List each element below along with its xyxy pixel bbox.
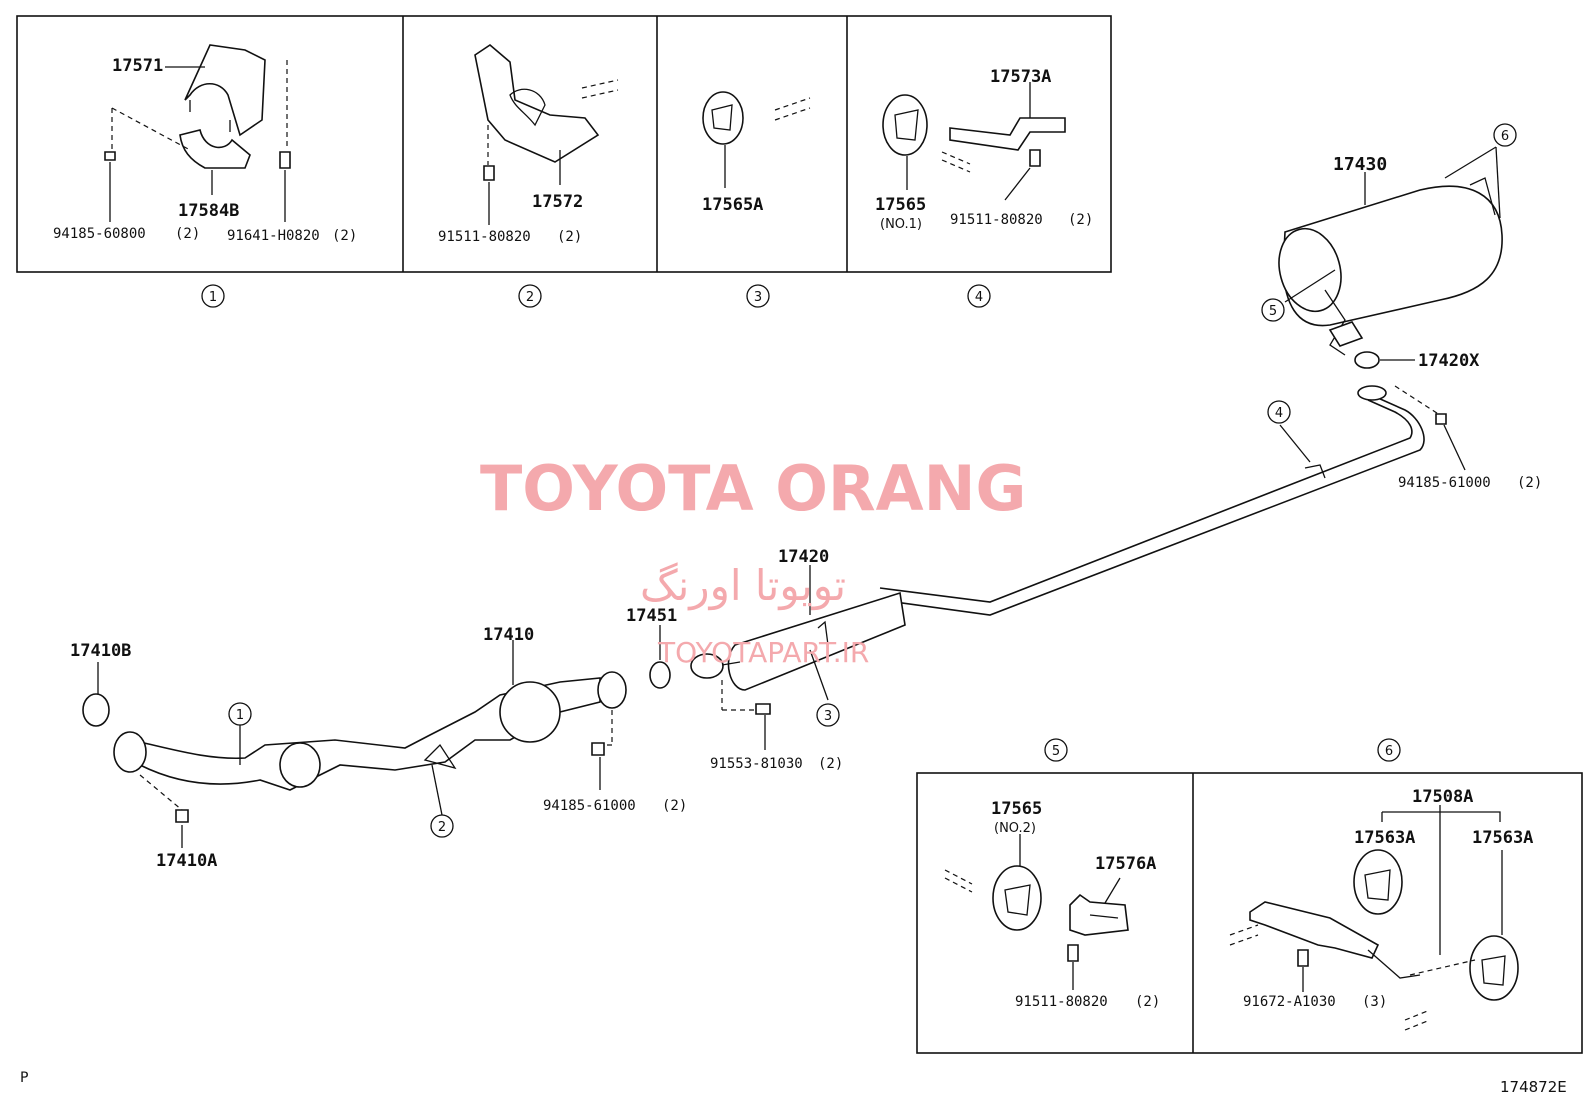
callout-number-6-main: 6 [1501,129,1509,144]
callout-number-1-main: 1 [236,708,244,723]
callout-number-2-main: 2 [438,820,446,835]
label-94185-60800: 94185-60800 [53,226,146,242]
callout-number-3: 3 [754,290,762,305]
label-17451: 17451 [626,606,677,626]
qty-91641-h0820: (2) [332,228,357,244]
label-91511-80820-b: 91511-80820 [950,212,1043,228]
qty-91511-80820-a: (2) [557,229,582,245]
label-17410a: 17410A [156,851,217,871]
detail-box-4: 17573A 17565 (NO.1) 91511-80820 (2) 4 [875,67,1093,308]
callout-number-4-main: 4 [1275,406,1283,421]
qty-91672-a1030: (3) [1362,994,1387,1010]
watermark-site: TOYOTAPART.IR [657,636,869,669]
callout-number-5: 5 [1052,744,1060,759]
gasket-17451: 17451 [626,606,677,689]
callout-number-2: 2 [526,290,534,305]
label-17565-no2: 17565 [991,799,1042,819]
callout-circle-1-main [228,702,252,726]
callout-number-4: 4 [975,290,983,305]
hanger-17565-no1-shape [882,94,928,156]
tail-pipe: 94185-61000 (2) 4 [879,385,1542,616]
detail-box-6: 6 17508A 17563A 17563A 91672-A1030 (3) [1229,738,1533,1031]
top-detail-frame [16,15,1112,273]
diagram-id: 174872E [1500,1078,1567,1096]
detail-box-1: 17571 17584B 94185-60800 (2) 91641-H0820… [53,44,357,308]
callout-circle-2 [518,284,542,308]
gasket-17410b: 17410B [70,641,131,727]
label-17576a: 17576A [1095,854,1156,874]
bracket-17576a-shape [1069,893,1129,936]
detail-box-3: 17565A 3 [702,91,811,308]
label-17571: 17571 [112,56,163,76]
label-91641-h0820: 91641-H0820 [227,228,320,244]
watermark-persian: تویوتا اورنگ [640,561,846,610]
note-no2: (NO.2) [994,821,1036,836]
label-17563a-left: 17563A [1354,828,1415,848]
clamp-17584b-shape [179,129,251,169]
center-pipe-17420: 17420 3 91553-81030 (2) [690,547,906,772]
label-17410b: 17410B [70,641,131,661]
watermark-title: TOYOTA ORANG [480,452,1026,525]
label-17420: 17420 [778,547,829,567]
qty-91511-80820-c: (2) [1135,994,1160,1010]
label-17573a: 17573A [990,67,1051,87]
hanger-17565a-shape [702,91,744,145]
callout-number-6: 6 [1385,744,1393,759]
qty-94185-60800: (2) [175,226,200,242]
bracket-17571-shape [184,44,266,137]
callout-circle-4-main [1267,400,1291,424]
footer-left-mark: P [20,1070,28,1086]
gasket-17420x: 17420X [1354,351,1480,371]
callout-circle-6 [1377,738,1401,762]
label-17563a-right: 17563A [1472,828,1533,848]
front-pipe-17410: 17410 1 2 94185-61000 (2) [113,625,687,838]
label-94185-61000-a: 94185-61000 [543,798,636,814]
detail-box-5: 5 17565 (NO.2) 17576A 91511-80820 (2) [944,738,1160,1010]
label-17508a: 17508A [1412,787,1473,807]
hanger-17563a-right-shape [1469,935,1519,1001]
label-91511-80820-c: 91511-80820 [1015,994,1108,1010]
callout-circle-5 [1044,738,1068,762]
bracket-17508a-shape [1249,901,1380,959]
nut-17410a: 17410A [139,774,217,871]
qty-94185-61000-b: (2) [1517,475,1542,491]
callout-circle-6-main [1493,123,1517,147]
callout-circle-3 [746,284,770,308]
hanger-17563a-left-shape [1353,849,1403,915]
label-91511-80820-a: 91511-80820 [438,229,531,245]
label-91553-81030: 91553-81030 [710,756,803,772]
bracket-17573a-shape [949,117,1066,151]
callout-circle-4 [967,284,991,308]
muffler-17430: 17430 6 5 [1261,123,1517,356]
detail-box-2: 17572 91511-80820 (2) 2 [438,43,619,308]
callout-number-3-main: 3 [824,709,832,724]
label-91672-a1030: 91672-A1030 [1243,994,1336,1010]
qty-91553-81030: (2) [818,756,843,772]
label-17420x: 17420X [1418,351,1480,371]
qty-91511-80820-b: (2) [1068,212,1093,228]
note-no1: (NO.1) [880,217,922,232]
label-17565a: 17565A [702,195,763,215]
callout-circle-5-main [1261,298,1285,322]
bottom-detail-frame [916,772,1583,1054]
callout-circle-2-main [430,814,454,838]
callout-number-5-main: 5 [1269,304,1277,319]
label-17584b: 17584B [178,201,239,221]
callout-circle-1 [201,284,225,308]
hanger-17565-no2-shape [992,865,1042,931]
bracket-17572-shape [474,43,600,163]
callout-circle-3-main [816,703,840,727]
label-17430: 17430 [1333,154,1387,175]
label-17572: 17572 [532,192,583,212]
qty-94185-61000-a: (2) [662,798,687,814]
label-17565-no1: 17565 [875,195,926,215]
label-94185-61000-b: 94185-61000 [1398,475,1491,491]
callout-number-1: 1 [209,290,217,305]
label-17410: 17410 [483,625,534,645]
